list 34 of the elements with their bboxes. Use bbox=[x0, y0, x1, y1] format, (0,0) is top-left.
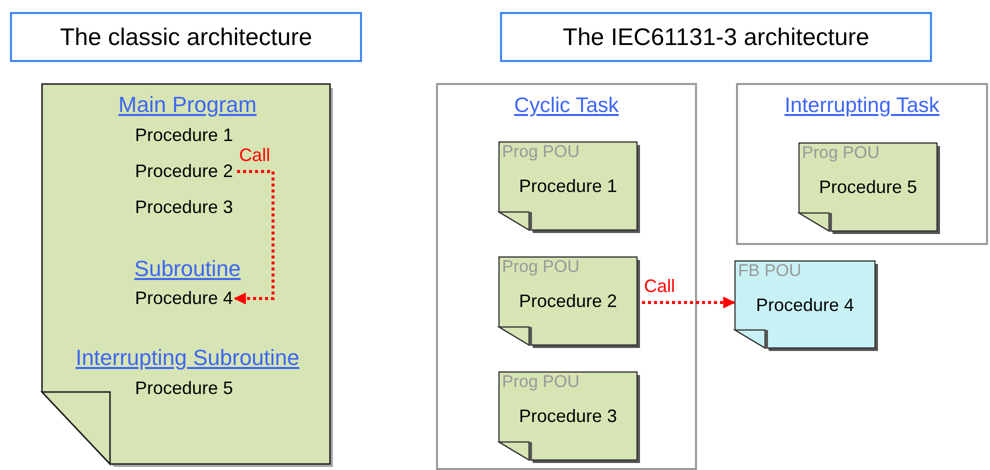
procedure-label: Procedure 2 bbox=[135, 161, 234, 182]
procedure-label: Procedure 3 bbox=[518, 406, 618, 427]
edge-label: Call bbox=[239, 144, 270, 166]
procedure-label: Procedure 1 bbox=[518, 176, 618, 197]
procedure-label: Procedure 4 bbox=[135, 288, 234, 309]
type-label: Prog POU bbox=[502, 142, 580, 162]
title-box bbox=[10, 12, 362, 62]
procedure-label: Procedure 5 bbox=[818, 177, 918, 198]
title-box bbox=[500, 12, 932, 62]
procedure-label: Procedure 3 bbox=[135, 197, 234, 218]
task-panel bbox=[436, 83, 697, 470]
type-label: Prog POU bbox=[802, 143, 880, 163]
note-card bbox=[799, 143, 940, 234]
document-page bbox=[42, 84, 333, 467]
note-card bbox=[499, 372, 640, 463]
heading: The classic architecture bbox=[58, 24, 314, 52]
procedure-label: Procedure 5 bbox=[135, 378, 234, 399]
type-label: FB POU bbox=[738, 261, 802, 281]
panel-heading: Interrupting Task bbox=[784, 94, 940, 118]
note-card bbox=[499, 142, 640, 233]
section-heading: Interrupting Subroutine bbox=[74, 345, 300, 371]
edge-label: Call bbox=[644, 276, 676, 296]
procedure-label: Procedure 4 bbox=[754, 295, 856, 316]
section-heading: Main Program bbox=[117, 92, 258, 118]
type-label: Prog POU bbox=[502, 372, 580, 392]
note-card bbox=[735, 261, 878, 351]
section-heading: Subroutine bbox=[133, 256, 242, 282]
heading: The IEC61131-3 architecture bbox=[562, 24, 870, 52]
panel-heading: Cyclic Task bbox=[513, 94, 620, 118]
procedure-label: Procedure 1 bbox=[135, 125, 234, 146]
type-label: Prog POU bbox=[502, 257, 580, 277]
note-card bbox=[499, 257, 640, 348]
task-panel bbox=[736, 83, 988, 245]
procedure-label: Procedure 2 bbox=[518, 291, 618, 312]
